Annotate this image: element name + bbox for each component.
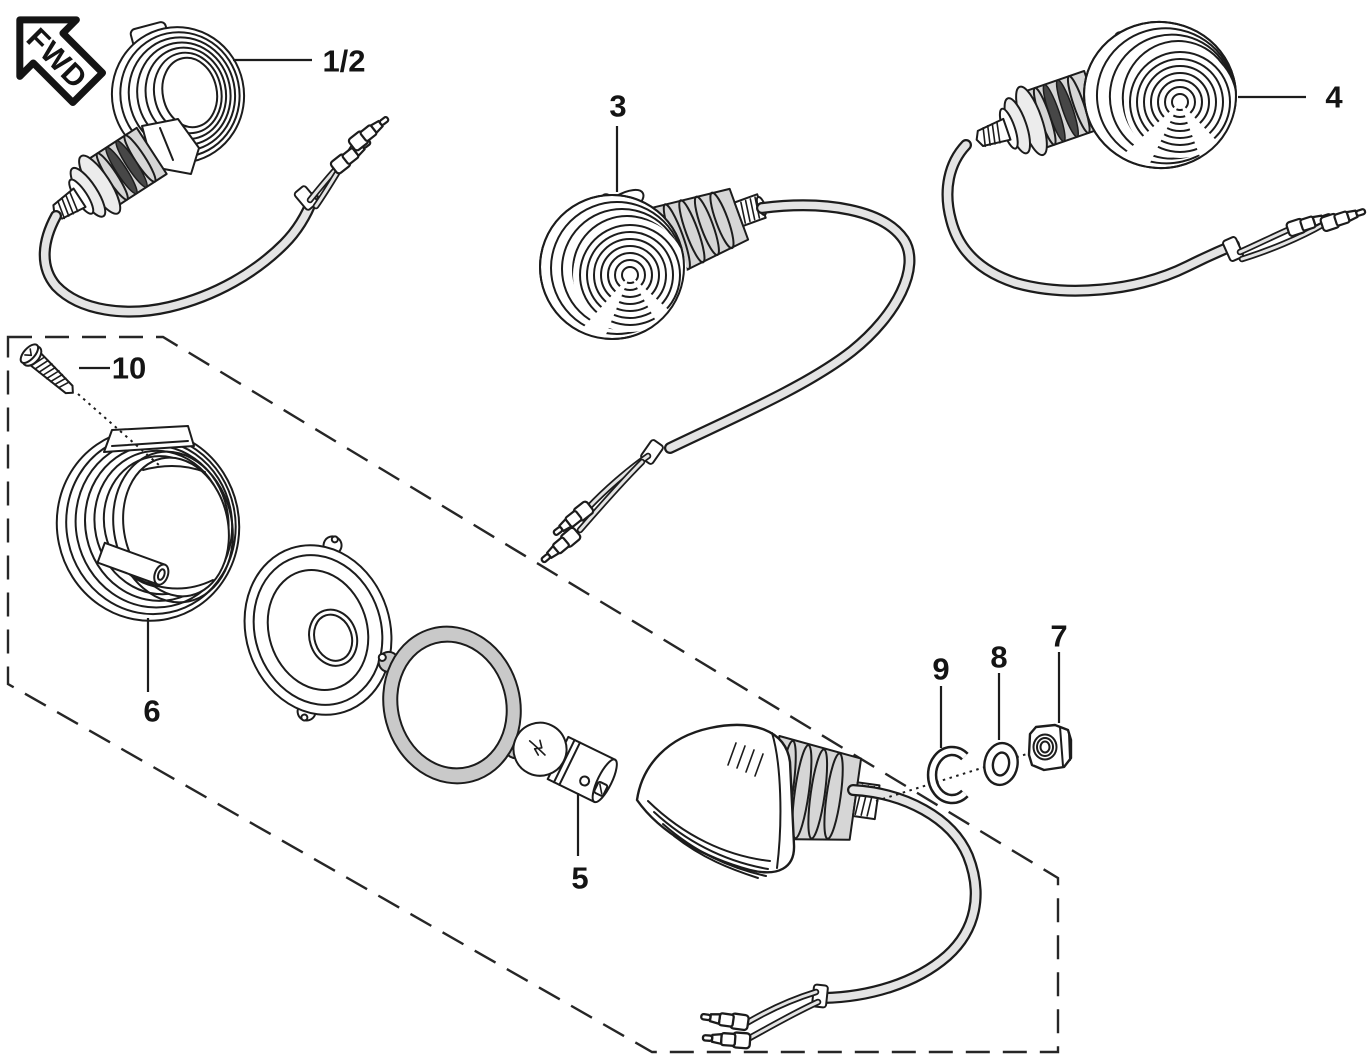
lens-gasket	[377, 625, 527, 785]
bulb-part5	[512, 721, 618, 804]
wire-connector	[699, 1007, 751, 1032]
wire-connector	[701, 1029, 752, 1050]
callout-leader-lines	[79, 58, 1306, 856]
turn-signal-lamp-assembly	[635, 723, 1073, 1050]
callout-part-6: 6	[143, 693, 161, 729]
callout-part-5: 5	[571, 860, 589, 896]
wire-connector	[1318, 203, 1367, 233]
callout-part-8: 8	[990, 639, 1008, 675]
lamp-boot	[52, 126, 168, 220]
wire-wrap	[1222, 236, 1244, 262]
turn-signal-lamp-part4	[941, 20, 1367, 297]
exploded-view-boundary	[6, 335, 1060, 1054]
flat-washer-part8	[983, 741, 1019, 787]
hex-nut-part7	[1027, 723, 1073, 772]
spring-washer-part9	[926, 745, 969, 805]
fwd-direction-arrow: FWD	[16, 16, 107, 107]
bulb-socket-pipe	[96, 541, 170, 586]
reflector-plate	[243, 535, 393, 722]
callout-part-10: 10	[111, 350, 147, 386]
callout-part-7: 7	[1050, 618, 1068, 654]
mounting-screw-part10	[19, 343, 161, 467]
wire-connector	[346, 111, 394, 153]
turn-signal-lamp-part3	[536, 187, 916, 568]
callout-part-4: 4	[1325, 79, 1343, 115]
callout-part-3: 3	[609, 88, 627, 124]
lamp-lens-body-part6	[55, 425, 241, 622]
callout-part-1-2: 1/2	[322, 43, 366, 79]
lamp-lens	[635, 723, 796, 879]
turn-signal-lamp-part1-2	[38, 21, 394, 318]
callout-part-9: 9	[932, 651, 950, 687]
